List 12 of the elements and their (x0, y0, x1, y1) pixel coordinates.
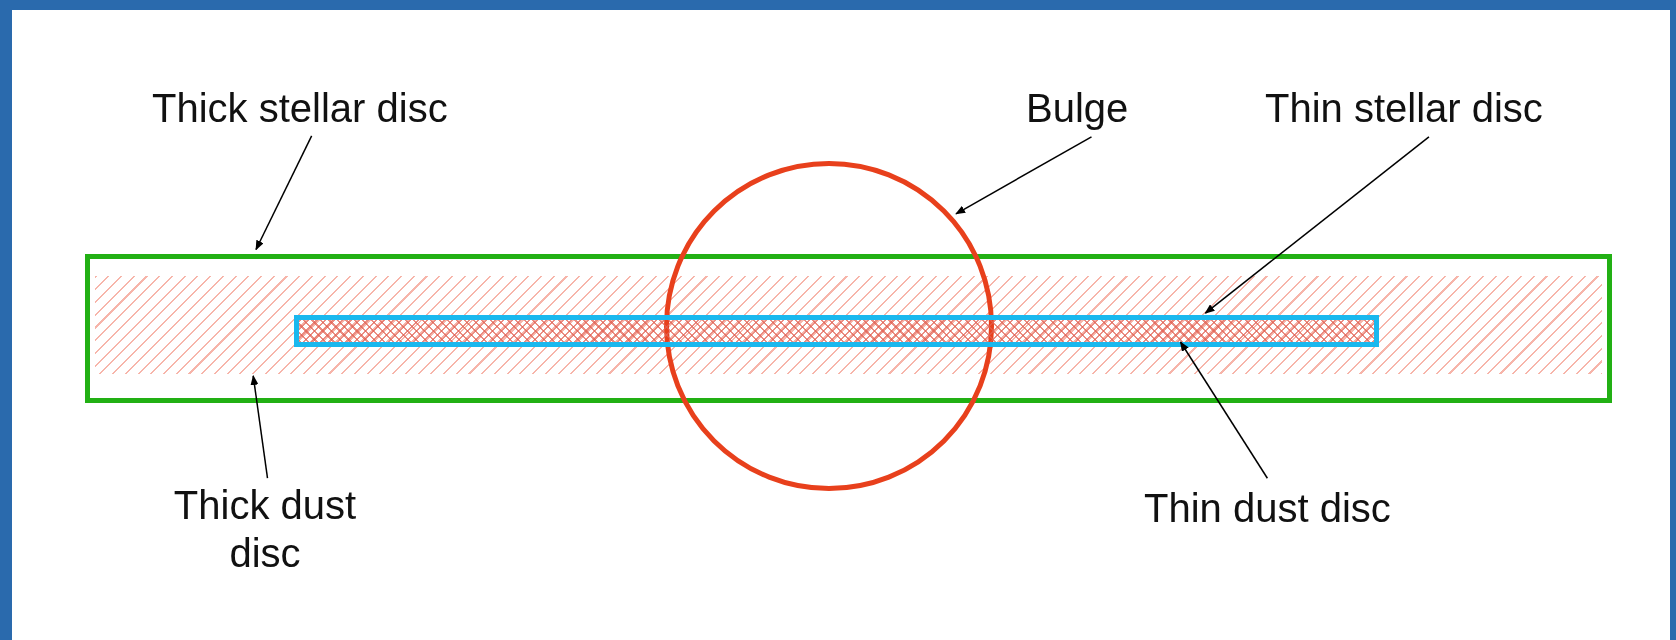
rectangle-outline (85, 254, 1612, 403)
part-label: Bulge (1026, 84, 1129, 132)
leader-line (1179, 341, 1269, 479)
part-label: Thick dust disc (140, 481, 390, 577)
leader-line (255, 135, 313, 251)
leader-line (1204, 136, 1430, 314)
part-label: Thick stellar disc (152, 84, 448, 132)
leader-line (955, 136, 1093, 215)
part-label: Thin dust disc (1144, 484, 1391, 532)
circle-outline (664, 161, 994, 491)
leader-line (250, 374, 269, 479)
part-label: Thin stellar disc (1265, 84, 1543, 132)
